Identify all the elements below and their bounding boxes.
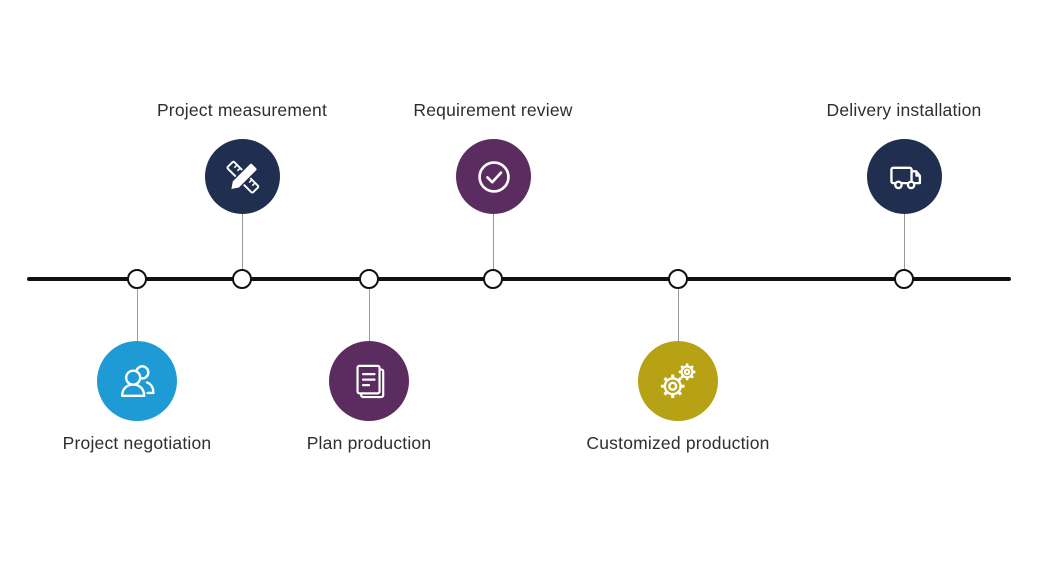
timeline-node [894, 269, 914, 289]
milestone-label: Delivery installation [826, 100, 982, 120]
milestone-circle [456, 139, 531, 214]
connector-line [369, 289, 370, 341]
truck-icon [889, 166, 921, 189]
milestone-label: Project measurement [156, 100, 328, 120]
connector-line [493, 214, 494, 269]
check-circle-icon [477, 160, 510, 193]
timeline-node [483, 269, 503, 289]
milestone-circle [205, 139, 280, 214]
connector-line [678, 289, 679, 341]
milestone-label: Project negotiation [62, 433, 212, 453]
connector-line [904, 214, 905, 269]
timeline-node [127, 269, 147, 289]
document-icon [356, 364, 385, 399]
gears-icon [660, 363, 696, 399]
milestone-circle [638, 341, 718, 421]
people-icon [120, 365, 155, 398]
ruler-pencil-icon [225, 160, 259, 194]
milestone-label: Customized production [586, 433, 770, 453]
milestone-circle [97, 341, 177, 421]
milestone-label: Plan production [306, 433, 432, 453]
milestone-circle [867, 139, 942, 214]
connector-line [137, 289, 138, 341]
milestone-circle [329, 341, 409, 421]
milestone-label: Requirement review [413, 100, 573, 120]
timeline-node [232, 269, 252, 289]
timeline-node [668, 269, 688, 289]
timeline-node [359, 269, 379, 289]
connector-line [242, 214, 243, 269]
timeline-line [27, 277, 1011, 281]
